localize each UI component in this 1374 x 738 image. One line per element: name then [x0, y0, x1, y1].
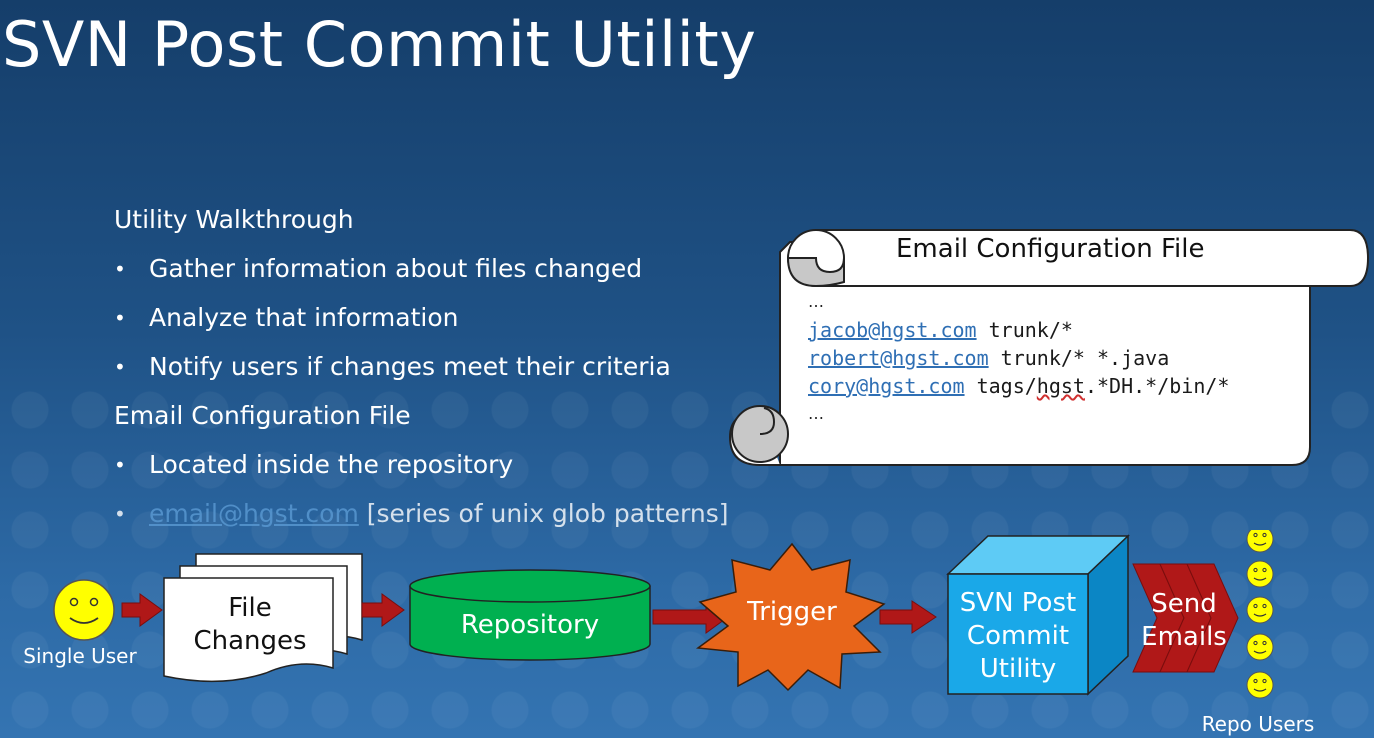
slide-title: SVN Post Commit Utility	[2, 8, 757, 81]
bullet-notify: • Notify users if changes meet their crit…	[114, 349, 774, 398]
config-pattern: trunk/*	[976, 318, 1073, 342]
svn-utility-line: Commit	[966, 621, 1070, 651]
heading-email-config: Email Configuration File	[114, 401, 411, 430]
trigger-label: Trigger	[747, 597, 837, 627]
email-link[interactable]: email@hgst.com	[149, 499, 359, 528]
repo-users-label: Repo Users	[1201, 712, 1315, 736]
bullet-text: Gather information about files changed	[149, 254, 643, 283]
config-entry-jacob: jacob@hgst.com trunk/*	[808, 318, 1073, 342]
config-scroll	[728, 229, 1370, 466]
bullet-dot: •	[114, 355, 126, 379]
single-user-label: Single User	[23, 644, 137, 668]
bullet-dot: •	[114, 257, 126, 281]
send-emails-label: Send Emails	[1136, 588, 1232, 654]
bullet-gather: • Gather information about files changed	[114, 251, 774, 300]
file-changes-line: Changes	[193, 626, 307, 656]
arrow-icon	[879, 600, 937, 634]
scroll-ellipsis-top: …	[808, 292, 824, 311]
svn-utility-line: Utility	[979, 654, 1057, 684]
config-entry-cory: cory@hgst.com tags/hgst.*DH.*/bin/*	[808, 374, 1229, 398]
bullet-dot: •	[114, 502, 126, 526]
user-smiley-icon	[1246, 596, 1274, 624]
user-smiley-icon	[1246, 560, 1274, 588]
arrow-icon	[121, 593, 163, 627]
trigger-starburst-icon	[695, 542, 886, 692]
user-smiley-icon	[1246, 530, 1274, 553]
config-pattern: trunk/* *.java	[988, 346, 1170, 370]
repo-users-smileys	[1246, 530, 1274, 699]
scroll-ellipsis-bottom: …	[808, 404, 824, 423]
scroll-title: Email Configuration File	[896, 234, 1205, 264]
user-smiley-icon	[1246, 671, 1274, 699]
repository-label: Repository	[460, 610, 600, 640]
config-email-link[interactable]: jacob@hgst.com	[808, 318, 977, 342]
config-pattern: .*DH.*/bin/*	[1084, 374, 1230, 398]
single-user-smiley-icon	[53, 579, 115, 641]
send-chevrons-icon	[1132, 563, 1239, 673]
svn-utility-cube-icon	[946, 534, 1130, 696]
config-pattern-misspelled: hgst	[1036, 374, 1085, 398]
flow-diagram	[53, 530, 1274, 699]
config-email-link[interactable]: cory@hgst.com	[808, 374, 965, 398]
user-smiley-icon	[1246, 633, 1274, 661]
send-emails-line: Emails	[1141, 622, 1227, 652]
repository-cylinder-icon	[409, 569, 651, 661]
bullet-email: • email@hgst.com [series of unix glob pat…	[114, 496, 774, 545]
content-text-block: Utility Walkthrough • Gather information …	[114, 202, 774, 545]
bullet-located: • Located inside the repository	[114, 447, 774, 496]
svn-utility-label: SVN Post Commit Utility	[948, 587, 1088, 686]
bullet-text: [series of unix glob patterns]	[358, 499, 729, 528]
bullet-analyze: • Analyze that information	[114, 300, 774, 349]
arrow-icon	[361, 593, 405, 627]
bullet-text: Analyze that information	[149, 303, 459, 332]
config-entry-robert: robert@hgst.com trunk/* *.java	[808, 346, 1169, 370]
config-email-link[interactable]: robert@hgst.com	[808, 346, 989, 370]
file-changes-line: File	[228, 593, 272, 623]
bullet-text: Located inside the repository	[149, 450, 514, 479]
bullet-dot: •	[114, 453, 126, 477]
file-changes-label: File Changes	[172, 592, 328, 658]
bullet-text: Notify users if changes meet their crite…	[149, 352, 671, 381]
config-pattern: tags/	[964, 374, 1037, 398]
heading-utility-walkthrough: Utility Walkthrough	[114, 205, 354, 234]
file-changes-documents-icon	[163, 553, 363, 683]
bullet-dot: •	[114, 306, 126, 330]
send-emails-line: Send	[1151, 589, 1217, 619]
svn-utility-line: SVN Post	[959, 588, 1077, 618]
